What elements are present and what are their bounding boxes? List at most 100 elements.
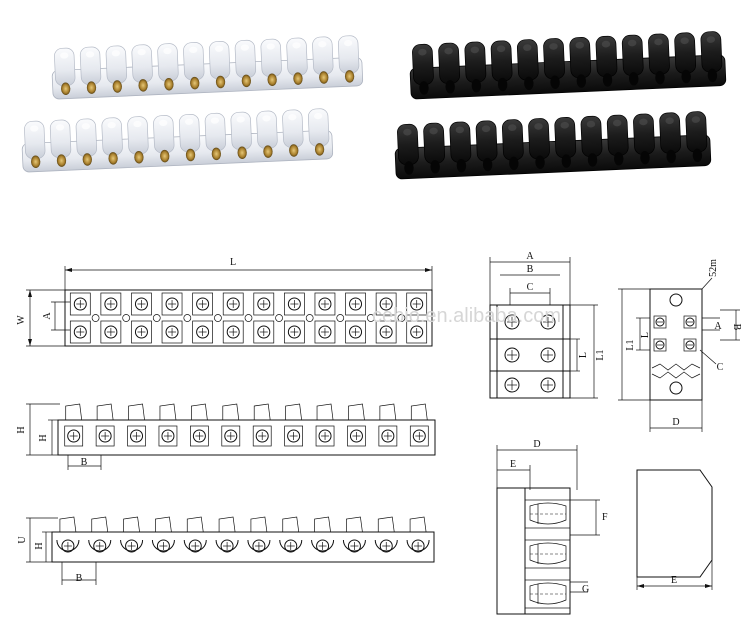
top-terminal-upper — [314, 292, 336, 316]
side-view-u-body — [51, 531, 435, 563]
terminal-top-cap — [218, 516, 236, 533]
top-terminal-lower — [375, 320, 397, 344]
terminal-top-cap — [282, 516, 300, 533]
terminal-top-cap — [155, 516, 172, 533]
screw-head — [349, 325, 363, 339]
terminal-top-cap — [222, 403, 240, 421]
top-terminal-lower — [69, 320, 91, 344]
wire-entry-hole — [82, 153, 92, 166]
wire-entry-hole — [134, 150, 144, 164]
section-cell — [524, 539, 571, 569]
outline-view: E — [636, 469, 713, 590]
terminal-top-cap — [91, 516, 109, 533]
screw-head — [410, 325, 424, 339]
detail-label-c: C — [527, 282, 534, 293]
wire-entry-hole — [550, 75, 560, 89]
wire-entry-hole — [655, 70, 665, 85]
screw-head — [381, 429, 395, 443]
detail-label-52m: 52m — [708, 259, 719, 277]
terminal-top-cap — [316, 403, 334, 421]
screw-head — [252, 539, 266, 553]
screw-head — [412, 429, 426, 443]
wire-entry-hole — [241, 74, 252, 88]
screw-head — [318, 325, 332, 339]
screw-head — [257, 297, 271, 311]
watermark-text: cebio.en.alibaba.com — [372, 305, 561, 327]
screw-head — [165, 325, 179, 339]
mounting-hole — [397, 314, 406, 322]
wire-entry-hole — [86, 81, 97, 94]
screw-head — [98, 429, 112, 443]
dimension-label-h-inner: H — [38, 434, 49, 441]
dimension-label-b-h: B — [81, 457, 88, 468]
section-label-g: G — [582, 584, 589, 595]
mounting-hole — [336, 314, 345, 322]
screw-head — [287, 429, 301, 443]
screw-head — [411, 539, 425, 553]
terminal-top-cap — [250, 516, 268, 533]
wire-entry-hole — [561, 154, 572, 168]
top-terminal-upper — [69, 292, 91, 316]
u-clamp-profile — [56, 539, 80, 552]
u-clamp-profile — [374, 539, 398, 552]
wire-entry-hole — [497, 77, 508, 92]
wire-entry-hole — [640, 150, 650, 165]
mounting-hole-bottom — [669, 381, 683, 395]
detail-screw — [540, 347, 556, 363]
screw-head — [347, 539, 361, 553]
screw-head — [73, 297, 87, 311]
u-clamp-profile — [406, 539, 430, 552]
wire-entry-hole — [707, 68, 718, 83]
wire-entry-hole — [293, 72, 303, 85]
screw-head — [192, 429, 206, 443]
screw-head — [287, 297, 301, 311]
screw-head — [125, 539, 139, 553]
section-base — [496, 487, 526, 615]
wire-entry-hole — [138, 79, 148, 92]
u-clamp-profile — [215, 539, 239, 552]
top-terminal-lower — [161, 320, 183, 344]
outline-body — [636, 469, 713, 578]
dimension-label-w: W — [16, 315, 27, 325]
detail-label-l1: L1 — [595, 349, 606, 360]
wire-entry-hole — [404, 161, 414, 175]
u-clamp-profile — [120, 539, 144, 552]
terminal-top-cap — [65, 403, 83, 421]
screw-head — [224, 429, 238, 443]
section-view: D E F G — [496, 439, 608, 615]
section-label-f: F — [602, 512, 608, 523]
detail-screw — [540, 314, 556, 330]
terminal-top-cap — [128, 403, 145, 421]
mounting-hole — [366, 314, 375, 322]
top-terminal-upper — [100, 292, 122, 316]
dimension-label-b-u: B — [76, 573, 83, 584]
screw-head — [156, 539, 170, 553]
wire-entry-hole — [263, 145, 273, 158]
screw-head — [104, 325, 118, 339]
section-label-e: E — [510, 459, 516, 470]
wire-entry-hole — [215, 75, 226, 89]
terminal-top-cap — [159, 403, 177, 421]
screw-head — [284, 539, 298, 553]
screw-head — [226, 297, 240, 311]
u-clamp-profile — [279, 539, 303, 552]
section-cell — [524, 499, 571, 529]
screw-head — [161, 429, 175, 443]
screw-head — [257, 325, 271, 339]
u-clamp-profile — [311, 539, 335, 552]
wire-entry-hole — [61, 82, 71, 95]
top-terminal-upper — [253, 292, 275, 316]
wire-entry-hole — [185, 148, 196, 162]
screw-head — [410, 297, 424, 311]
outline-label-e: E — [671, 575, 677, 586]
white-terminal-strip-photo-upper — [51, 35, 364, 100]
detail-screw — [504, 314, 520, 330]
detail-side-label-l: L — [640, 332, 651, 338]
wire-entry-hole — [509, 156, 519, 171]
wire-entry-hole — [237, 146, 247, 159]
side-screw — [685, 340, 695, 350]
wire-entry-hole — [31, 155, 41, 168]
screw-head — [61, 539, 75, 553]
